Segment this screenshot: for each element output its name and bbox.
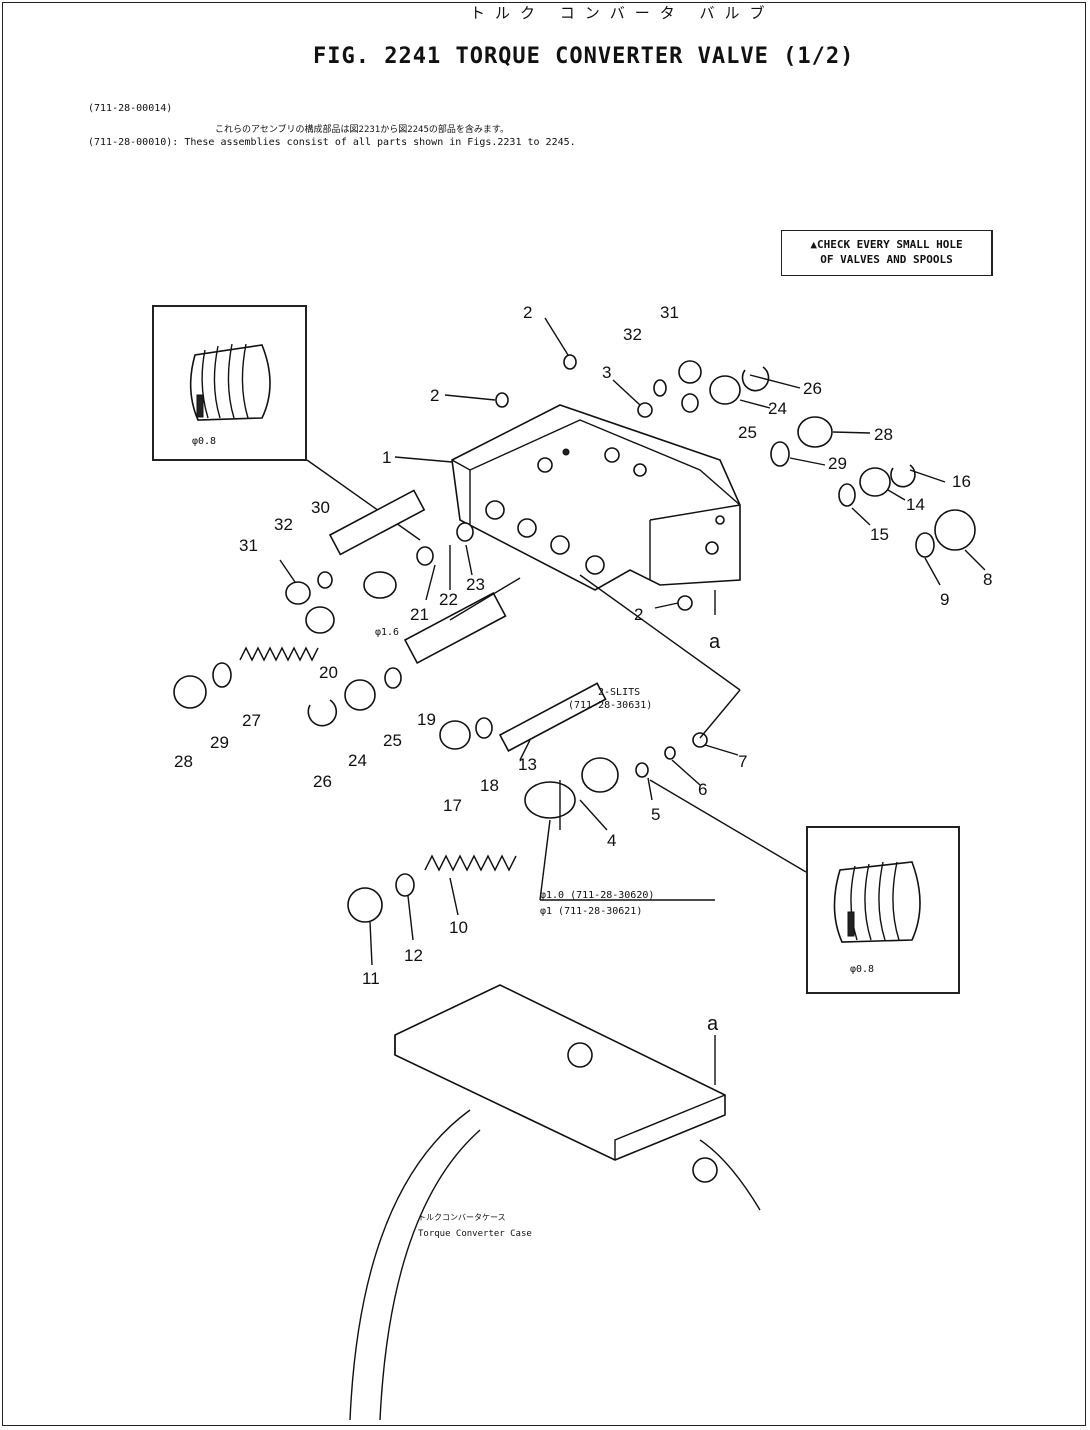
leader-inset-top <box>306 459 421 541</box>
inset-spool-top-left: φ0.8 <box>189 343 271 447</box>
dim-label-16: φ1.6 <box>375 627 399 638</box>
part-label-14: 14 <box>906 495 925 514</box>
inset-bottom-right <box>806 826 960 994</box>
part-leaders <box>279 317 986 1085</box>
part-label-30: 30 <box>311 498 330 517</box>
inset-dim-bottom-right: φ0.8 <box>850 964 874 975</box>
part-label-25: 25 <box>738 423 757 442</box>
part-label-22: 22 <box>439 590 458 609</box>
part-label-20: 20 <box>319 663 338 682</box>
warning-line-1: ▲CHECK EVERY SMALL HOLE <box>810 238 963 251</box>
slits-label: 2-SLITS <box>598 687 640 698</box>
part-label-25: 25 <box>383 731 402 750</box>
part-label-2: 2 <box>523 303 532 322</box>
slits-part-number: (711-28-30631) <box>568 700 652 711</box>
part-label-29: 29 <box>210 733 229 752</box>
part-label-24: 24 <box>768 399 787 418</box>
part-label-26: 26 <box>313 772 332 791</box>
part-label-21: 21 <box>410 605 429 624</box>
part-label-18: 18 <box>480 776 499 795</box>
inset-top-left <box>152 305 307 461</box>
part-label-7: 7 <box>738 752 747 771</box>
part-label-4: 4 <box>607 831 616 850</box>
warning-box: ▲CHECK EVERY SMALL HOLE OF VALVES AND SP… <box>781 230 993 276</box>
part-label-16: 16 <box>952 472 971 491</box>
figure-title: FIG. 2241 TORQUE CONVERTER VALVE (1/2) <box>313 44 855 69</box>
part-label-13: 13 <box>518 755 537 774</box>
case-label: Torque Converter Case <box>418 1229 532 1239</box>
inset-spool-bottom-right: φ0.8 <box>833 861 921 975</box>
part-label-23: 23 <box>466 575 485 594</box>
assembly-note: (711-28-00010): These assemblies consist… <box>88 137 576 148</box>
part-label-26: 26 <box>803 379 822 398</box>
spring-27 <box>239 646 319 662</box>
part-label-2: 2 <box>634 605 643 624</box>
part-label-28: 28 <box>174 752 193 771</box>
case-label-japanese: トルクコンバータケース <box>418 1213 506 1222</box>
warning-line-2: OF VALVES AND SPOOLS <box>820 253 953 266</box>
title-japanese: トルク コンバータ バルブ <box>470 4 775 22</box>
assembly-number: (711-28-00014) <box>88 103 173 114</box>
ref-a-top: a <box>709 631 721 653</box>
inset-dim-top-left: φ0.8 <box>192 436 216 447</box>
part-label-28: 28 <box>874 425 893 444</box>
part-label-24: 24 <box>348 751 367 770</box>
part-label-9: 9 <box>940 590 949 609</box>
part-label-11: 11 <box>362 969 380 988</box>
part-label-15: 15 <box>870 525 889 544</box>
part-label-8: 8 <box>983 570 992 589</box>
part-label-1: 1 <box>382 448 391 467</box>
ref-a-bottom: a <box>707 1013 719 1035</box>
converter-case <box>349 984 761 1421</box>
part-number-labels: 1 2 2 2 3 4 5 6 7 8 9 10 11 12 13 14 15 … <box>174 303 992 988</box>
assembly-note-japanese: これらのアセンブリの構成部品は図2231から図2245の部品を含みます。 <box>215 125 509 135</box>
part-label-10: 10 <box>449 918 468 937</box>
valve-body <box>451 404 741 591</box>
part-label-29: 29 <box>828 454 847 473</box>
spring-10 <box>424 854 517 872</box>
part-label-3: 3 <box>602 363 611 382</box>
part-label-12: 12 <box>404 946 423 965</box>
plugs-and-rings <box>173 354 976 923</box>
dim-label-line2: φ1 (711-28-30621) <box>540 906 642 917</box>
part-label-32: 32 <box>274 515 293 534</box>
part-label-2: 2 <box>430 386 439 405</box>
part-label-31: 31 <box>239 536 258 555</box>
part-label-6: 6 <box>698 780 707 799</box>
part-label-17: 17 <box>443 796 462 815</box>
part-label-32: 32 <box>623 325 642 344</box>
leader-inset-bottom <box>649 779 807 873</box>
part-label-27: 27 <box>242 711 261 730</box>
part-label-31: 31 <box>660 303 679 322</box>
dim-label-line1: φ1.0 (711-28-30620) <box>540 890 654 901</box>
part-label-5: 5 <box>651 805 660 824</box>
part-label-19: 19 <box>417 710 436 729</box>
